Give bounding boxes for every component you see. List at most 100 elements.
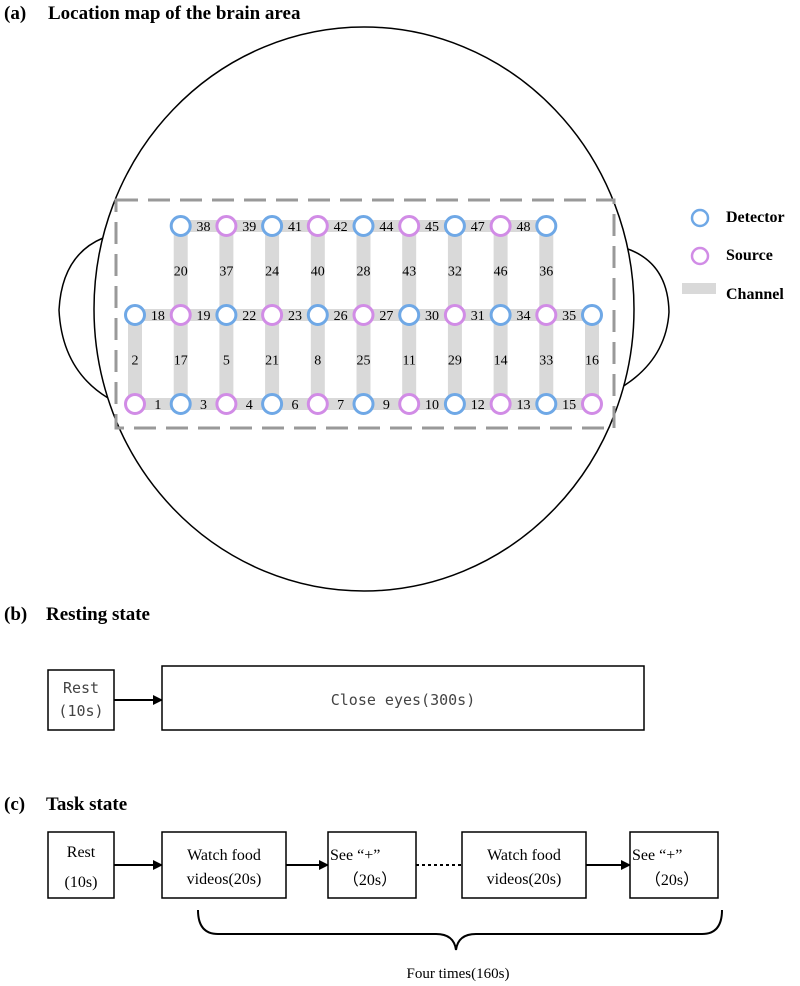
source-optode-bottom xyxy=(581,393,603,415)
close-eyes-box xyxy=(161,665,645,731)
channel-label-bottom: 7 xyxy=(337,398,344,413)
watch-videos-box-1 xyxy=(161,831,287,899)
channel-bar-vertical-lower xyxy=(219,315,234,404)
source-optode-middle xyxy=(261,304,284,326)
source-optode-bottom xyxy=(124,393,146,415)
channel-label-upper-vertical: 36 xyxy=(539,265,553,280)
watch-videos-text-1b: videos(20s) xyxy=(187,871,262,888)
detector-optode-top xyxy=(535,215,558,237)
channel-bar-vertical-upper xyxy=(310,226,325,315)
channel-label-bottom: 13 xyxy=(516,398,530,413)
channel-bar-vertical-lower xyxy=(356,315,371,404)
channel-bar-vertical-lower xyxy=(493,315,508,404)
channel-bar-vertical-lower xyxy=(173,315,188,404)
channel-label-middle: 31 xyxy=(471,309,485,324)
legend-source-label: Source xyxy=(726,247,773,264)
legend-channel-label: Channel xyxy=(726,286,784,303)
legend-channel-marker xyxy=(682,283,716,294)
channel-label-lower-vertical: 5 xyxy=(223,354,230,369)
channel-bar-vertical-upper xyxy=(356,226,371,315)
channel-label-middle: 30 xyxy=(425,309,439,324)
channel-bar-vertical-upper xyxy=(447,226,462,315)
channel-label-middle: 19 xyxy=(197,309,211,324)
channel-label-top: 41 xyxy=(288,220,302,235)
source-optode-top xyxy=(306,215,329,237)
channel-label-top: 48 xyxy=(516,220,530,235)
task-rest-text-2: (10s) xyxy=(65,874,98,891)
optode-layer xyxy=(124,215,603,415)
detector-optode-middle xyxy=(215,304,238,326)
channel-label-upper-vertical: 28 xyxy=(357,265,371,280)
fixation-text-1a: See “+” xyxy=(330,847,380,864)
source-optode-middle xyxy=(169,304,192,326)
source-optode-middle xyxy=(535,304,558,326)
channel-label-middle: 22 xyxy=(242,309,256,324)
resting-rest-text-2: (10s) xyxy=(58,702,103,720)
detector-optode-middle xyxy=(398,304,421,326)
channel-label-lower-vertical: 2 xyxy=(132,354,139,369)
panel-a-title: Location map of the brain area xyxy=(48,3,301,24)
channel-label-middle: 27 xyxy=(379,309,393,324)
legend-detector-label: Detector xyxy=(726,209,785,226)
detector-optode-bottom xyxy=(443,393,466,415)
channel-label-lower-vertical: 8 xyxy=(314,354,321,369)
channel-label-lower-vertical: 17 xyxy=(174,354,188,369)
channel-label-middle: 34 xyxy=(516,309,530,324)
measurement-region xyxy=(114,198,616,430)
repeat-brace xyxy=(197,909,723,951)
channel-label-lower-vertical: 21 xyxy=(265,354,279,369)
fixation-text-1b: （20s） xyxy=(343,871,397,889)
channel-label-middle: 26 xyxy=(334,309,348,324)
channel-bar-vertical-lower xyxy=(402,315,417,404)
channel-label-lower-vertical: 16 xyxy=(585,354,599,369)
source-optode-top xyxy=(398,215,421,237)
panel-a-label: (a) xyxy=(4,3,26,24)
channel-label-middle: 35 xyxy=(562,309,576,324)
detector-optode-middle xyxy=(489,304,512,326)
legend-detector-marker xyxy=(690,208,710,228)
channel-label-upper-vertical: 20 xyxy=(174,265,188,280)
source-optode-middle xyxy=(352,304,375,326)
channel-label-upper-vertical: 40 xyxy=(311,265,325,280)
detector-optode-middle xyxy=(124,304,146,326)
source-optode-bottom xyxy=(306,393,329,415)
channel-bar-vertical-lower xyxy=(539,315,554,404)
channel-label-bottom: 9 xyxy=(383,398,390,413)
resting-rest-text-1: Rest xyxy=(63,679,99,697)
detector-optode-top xyxy=(443,215,466,237)
channel-label-upper-vertical: 32 xyxy=(448,265,462,280)
channel-label-bottom: 15 xyxy=(562,398,576,413)
watch-videos-text-2a: Watch food xyxy=(487,847,561,864)
source-optode-top xyxy=(489,215,512,237)
resting-rest-box xyxy=(47,669,115,731)
source-optode-bottom xyxy=(398,393,421,415)
watch-videos-box-2 xyxy=(461,831,587,899)
channel-label-bottom: 12 xyxy=(471,398,485,413)
channel-label-top: 39 xyxy=(242,220,256,235)
source-optode-middle xyxy=(443,304,466,326)
channel-bar-vertical-lower xyxy=(585,315,599,404)
channel-bar-vertical-lower xyxy=(128,315,142,404)
panel-c-title: Task state xyxy=(46,794,127,815)
channel-label-upper-vertical: 37 xyxy=(219,265,233,280)
channel-label-lower-vertical: 11 xyxy=(402,354,415,369)
channel-label-upper-vertical: 46 xyxy=(494,265,508,280)
detector-optode-bottom xyxy=(352,393,375,415)
channel-label-lower-vertical: 14 xyxy=(494,354,508,369)
detector-optode-middle xyxy=(306,304,329,326)
fixation-box-1 xyxy=(327,831,417,899)
channel-label-bottom: 6 xyxy=(291,398,298,413)
channel-bar-vertical-lower xyxy=(265,315,280,404)
fixation-text-2a: See “+” xyxy=(632,847,682,864)
panel-c-label: (c) xyxy=(4,794,25,815)
channel-bar-vertical-lower xyxy=(310,315,325,404)
detector-optode-bottom xyxy=(261,393,284,415)
detector-optode-top xyxy=(352,215,375,237)
channel-bar-vertical-upper xyxy=(219,226,234,315)
detector-optode-bottom xyxy=(169,393,192,415)
channel-bar-vertical-lower xyxy=(447,315,462,404)
channel-label-top: 47 xyxy=(471,220,485,235)
channel-label-lower-vertical: 29 xyxy=(448,354,462,369)
